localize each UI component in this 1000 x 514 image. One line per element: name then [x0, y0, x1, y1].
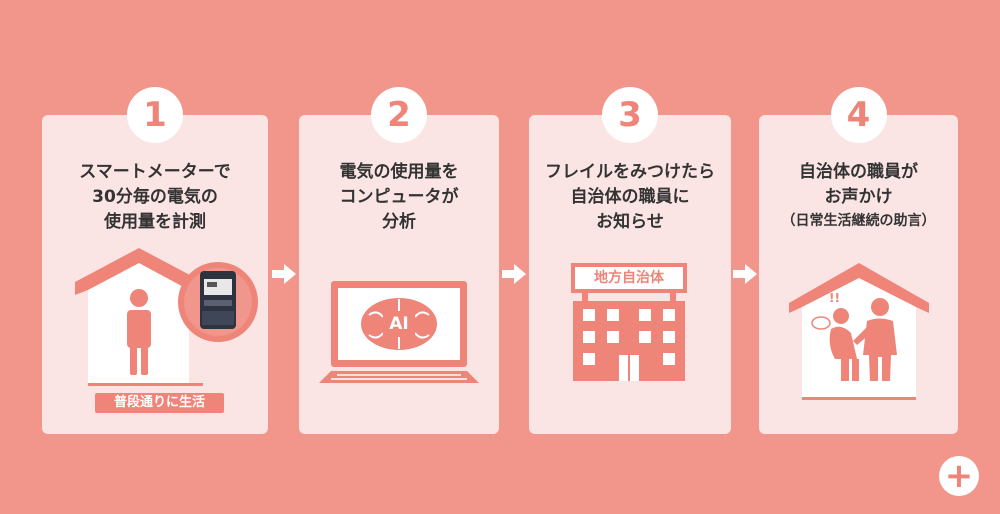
step-number-1: 1 [127, 87, 183, 143]
step-4-illustration [789, 263, 929, 400]
step-card-1: 1 スマートメーターで 30分毎の電気の 使用量を計測 普段通りに生活 [42, 87, 268, 434]
building-sign: 地方自治体 [594, 270, 664, 286]
step-card-3: 3 フレイルをみつけたら 自治体の職員に お知らせ 地方自治体 [529, 87, 731, 434]
speech-bubble-icon [811, 316, 831, 330]
step-3-line-2: 自治体の職員に [570, 187, 690, 207]
step-description-4: 自治体の職員が お声かけ （日常生活継続の助言） [759, 160, 958, 232]
right-arrow-icon [272, 264, 296, 284]
step-number-4: 4 [830, 87, 887, 143]
step-4-note: （日常生活継続の助言） [781, 213, 936, 229]
caption-label: 普段通りに生活 [95, 393, 224, 413]
step-3-line-1: フレイルをみつけたら [545, 162, 715, 182]
staff-person-icon [853, 298, 897, 381]
step-2-line-1: 電気の使用量を [339, 162, 459, 182]
step-description-2: 電気の使用量を コンピュータが 分析 [299, 160, 499, 235]
plus-icon: + [944, 456, 974, 496]
step-card-2: 2 電気の使用量を コンピュータが 分析 AI [299, 87, 499, 434]
step-1-illustration [75, 248, 258, 386]
ai-badge: AI [383, 311, 415, 337]
step-4-line-1: 自治体の職員が [799, 162, 918, 182]
exclamation-mark: !! [829, 291, 840, 305]
step-2-line-2: コンピュータが [339, 187, 459, 207]
expand-button[interactable]: + [939, 456, 979, 496]
step-number-2: 2 [371, 87, 427, 143]
smart-meter-icon [178, 262, 258, 342]
right-arrow-icon [733, 264, 757, 284]
step-1-line-3: 使用量を計測 [104, 212, 206, 232]
step-1-line-2: 30分毎の電気の [92, 187, 218, 207]
step-card-4: 4 自治体の職員が お声かけ （日常生活継続の助言） !! [759, 87, 958, 434]
step-description-3: フレイルをみつけたら 自治体の職員に お知らせ [529, 160, 731, 235]
step-4-line-2: お声かけ [824, 187, 893, 207]
step-description-1: スマートメーターで 30分毎の電気の 使用量を計測 [42, 160, 268, 235]
elderly-person-icon [829, 308, 859, 381]
right-arrow-icon [502, 264, 526, 284]
step-3-line-3: お知らせ [596, 212, 664, 232]
step-2-line-3: 分析 [382, 212, 416, 232]
step-1-line-1: スマートメーターで [79, 162, 231, 182]
government-building-icon [571, 263, 687, 381]
building-windows [583, 309, 675, 381]
step-number-3: 3 [602, 87, 658, 143]
laptop-icon [319, 281, 479, 383]
person-icon [127, 289, 151, 375]
